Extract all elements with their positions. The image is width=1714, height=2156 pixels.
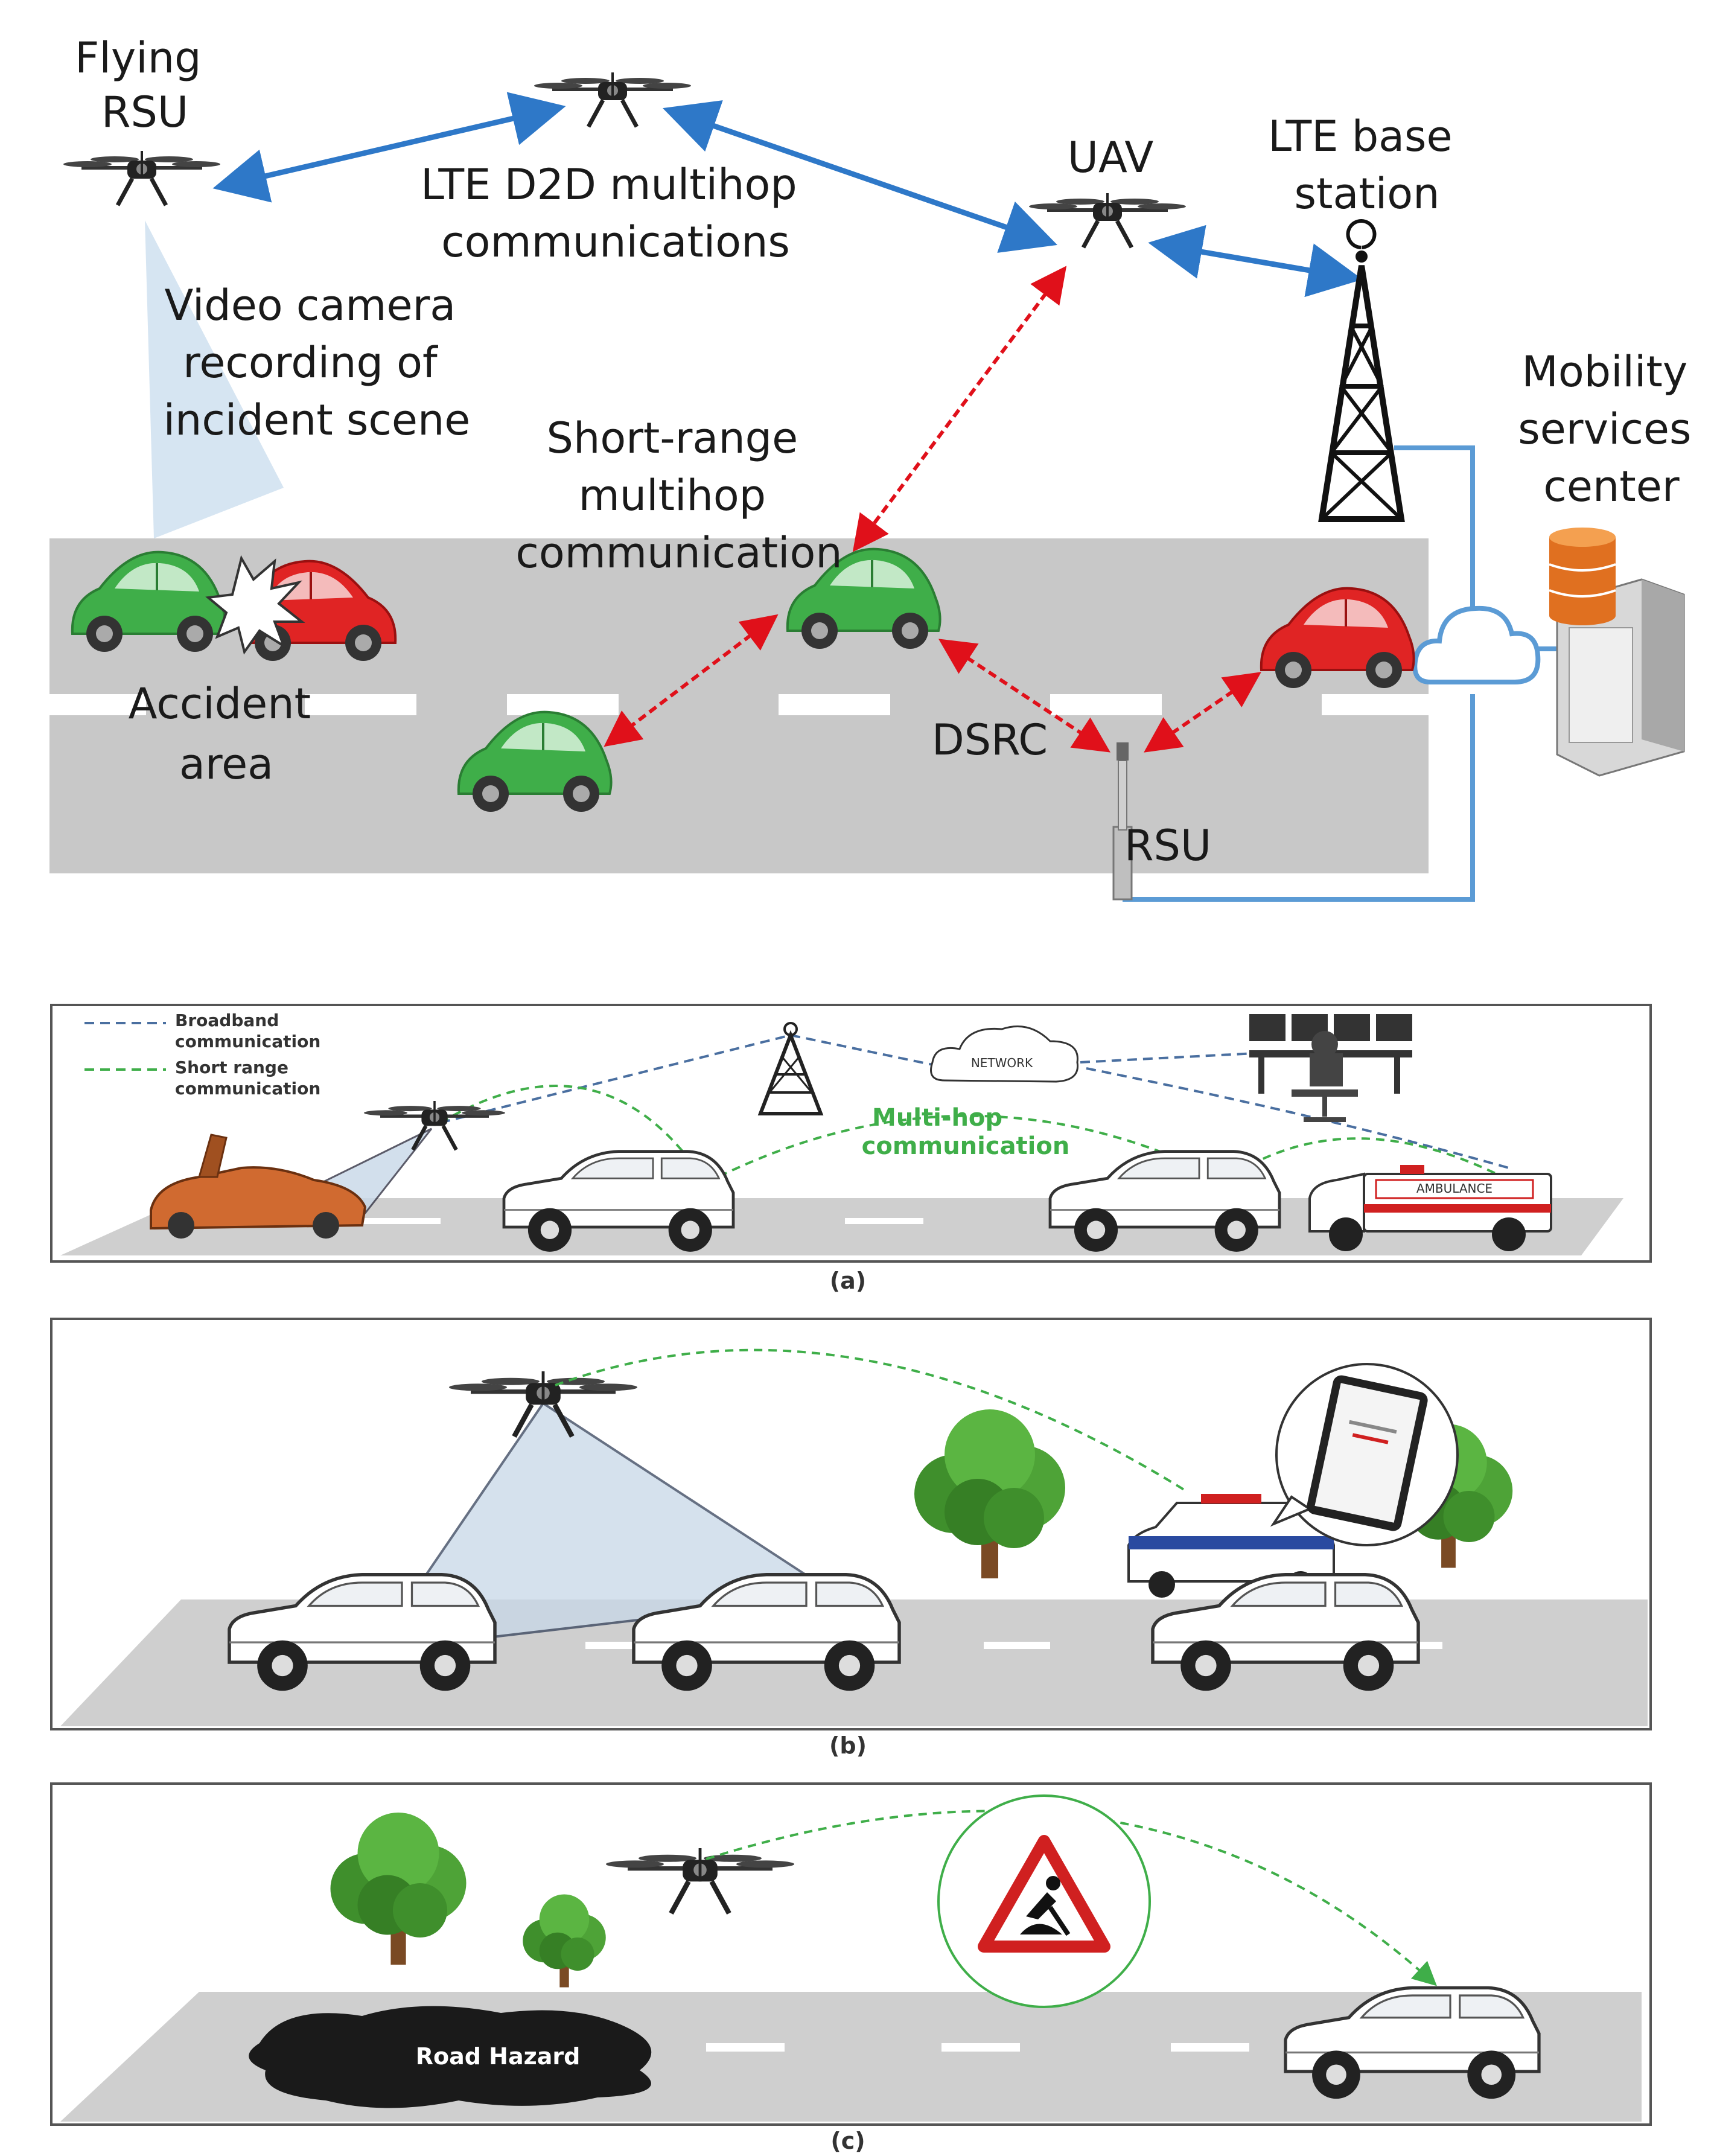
police-car-icon xyxy=(1127,1494,1335,1598)
car-car-link xyxy=(604,614,779,747)
accident-label: Accident area xyxy=(129,679,325,789)
tablet-bubble-icon xyxy=(1270,1363,1459,1546)
uav-car-link xyxy=(852,266,1067,552)
d2d-link-1 xyxy=(212,92,566,203)
rsu-car-link xyxy=(1144,672,1261,753)
road-hazard-label: Road Hazard xyxy=(416,2043,581,2070)
lte-base-label: LTE base station xyxy=(1268,112,1466,218)
database-icon xyxy=(1549,528,1616,625)
road-hazard-blob xyxy=(249,2006,652,2108)
network-label: NETWORK xyxy=(971,1056,1033,1070)
flying-rsu-label: Flying RSU xyxy=(75,33,215,137)
panel-a: Broadband communication Short range comm… xyxy=(50,1004,1652,1294)
dsrc-label: DSRC xyxy=(932,715,1048,765)
server-icon xyxy=(1549,528,1685,777)
panel-b-link-arc xyxy=(555,1348,1187,1492)
caption-b: (b) xyxy=(829,1732,867,1759)
panel-a-tower-icon xyxy=(757,1022,824,1115)
broadband-link-drone-tower xyxy=(440,1033,936,1124)
cloud-icon xyxy=(1412,605,1541,684)
broadband-legend-label: Broadband communication xyxy=(175,1010,320,1051)
video-camera-label: Video camera recording of incident scene xyxy=(164,281,471,445)
wrecked-car-icon xyxy=(150,1134,367,1239)
rsu-pole-icon xyxy=(1112,742,1133,901)
tower-cloud-wire xyxy=(1394,445,1475,652)
short-range-arc-1 xyxy=(439,1085,707,1184)
multi-hop-label: Multi-hop communication xyxy=(862,1104,1070,1160)
relay-drone-icon xyxy=(534,72,691,127)
short-range-label: Short-range multihop communication xyxy=(515,413,842,578)
rsu-cloud-wire xyxy=(1123,694,1475,902)
panel-b: (b) xyxy=(50,1318,1652,1759)
d2d-link-2 xyxy=(662,100,1058,253)
warning-bubble-icon xyxy=(937,1794,1151,2008)
lte-tower-icon xyxy=(1318,219,1405,522)
crash-burst-icon xyxy=(205,555,305,655)
broadband-link-network-center xyxy=(1080,1052,1256,1064)
short-range-legend-label: Short range communication xyxy=(175,1057,320,1099)
car-rsu-link xyxy=(938,639,1111,753)
top-diagram: Flying RSU LTE D2D multihop communicatio… xyxy=(49,33,1704,902)
lte-d2d-label: LTE D2D multihop communications xyxy=(421,160,811,267)
ambulance-icon xyxy=(1308,1165,1552,1251)
control-center-icon xyxy=(1249,1014,1412,1122)
camera-cone xyxy=(145,220,284,538)
flying-rsu-drone-icon xyxy=(63,151,220,205)
uav-lte-link xyxy=(1148,225,1363,298)
uav-label: UAV xyxy=(1068,133,1154,182)
caption-c: (c) xyxy=(830,2128,865,2154)
caption-a: (a) xyxy=(830,1268,866,1294)
mobility-label: Mobility services center xyxy=(1518,347,1704,511)
broadband-link-network-ambulance xyxy=(1086,1067,1509,1169)
rsu-label: RSU xyxy=(1124,821,1211,870)
short-range-arc-3 xyxy=(1224,1137,1503,1181)
uav-drone-icon xyxy=(1029,193,1186,247)
network-cloud-icon xyxy=(930,1025,1079,1083)
panel-c: Road Hazard (c) xyxy=(50,1782,1652,2154)
ambulance-label: AMBULANCE xyxy=(1416,1181,1493,1196)
